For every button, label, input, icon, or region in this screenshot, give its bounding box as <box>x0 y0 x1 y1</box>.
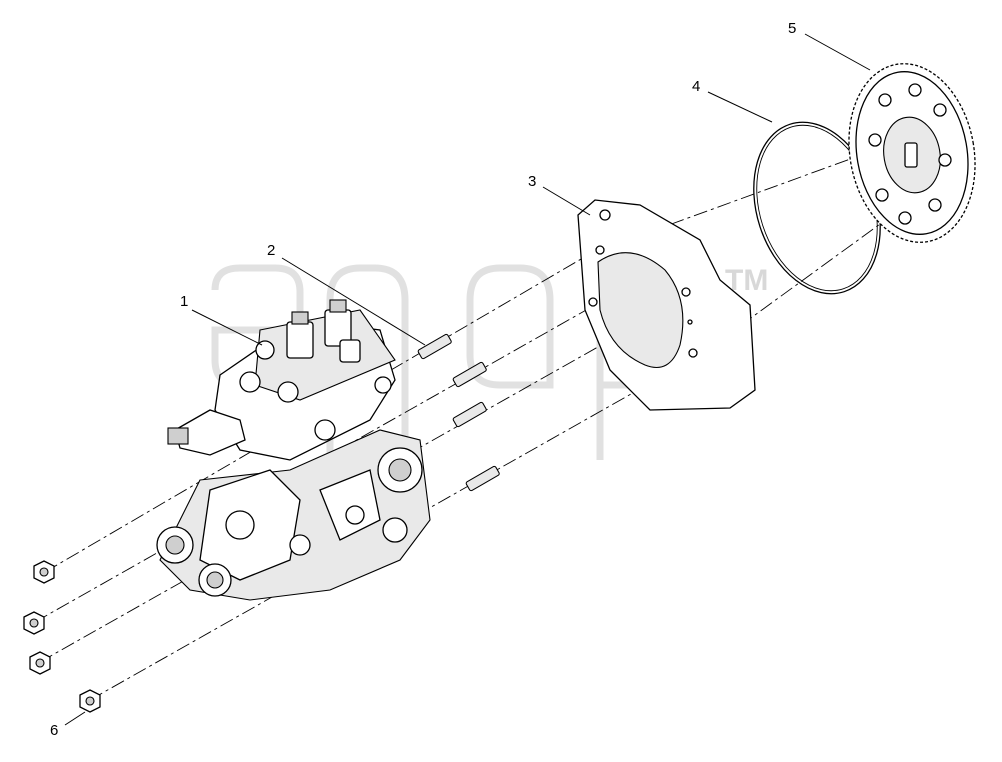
callout-4: 4 <box>692 78 700 95</box>
part-1-fuel-pump <box>156 299 431 601</box>
part-5-gear <box>848 63 976 243</box>
part-2-studs <box>417 333 500 492</box>
part-6-nuts <box>23 560 101 713</box>
part-3-flange <box>577 199 756 411</box>
callout-2: 2 <box>267 242 275 259</box>
leader-lines <box>64 33 871 726</box>
callout-1: 1 <box>180 293 188 310</box>
callout-3: 3 <box>528 173 536 190</box>
alignment-lines <box>34 129 931 701</box>
callout-6: 6 <box>50 722 58 739</box>
callout-5: 5 <box>788 20 796 37</box>
callouts: 1 2 3 4 5 6 <box>50 20 796 739</box>
